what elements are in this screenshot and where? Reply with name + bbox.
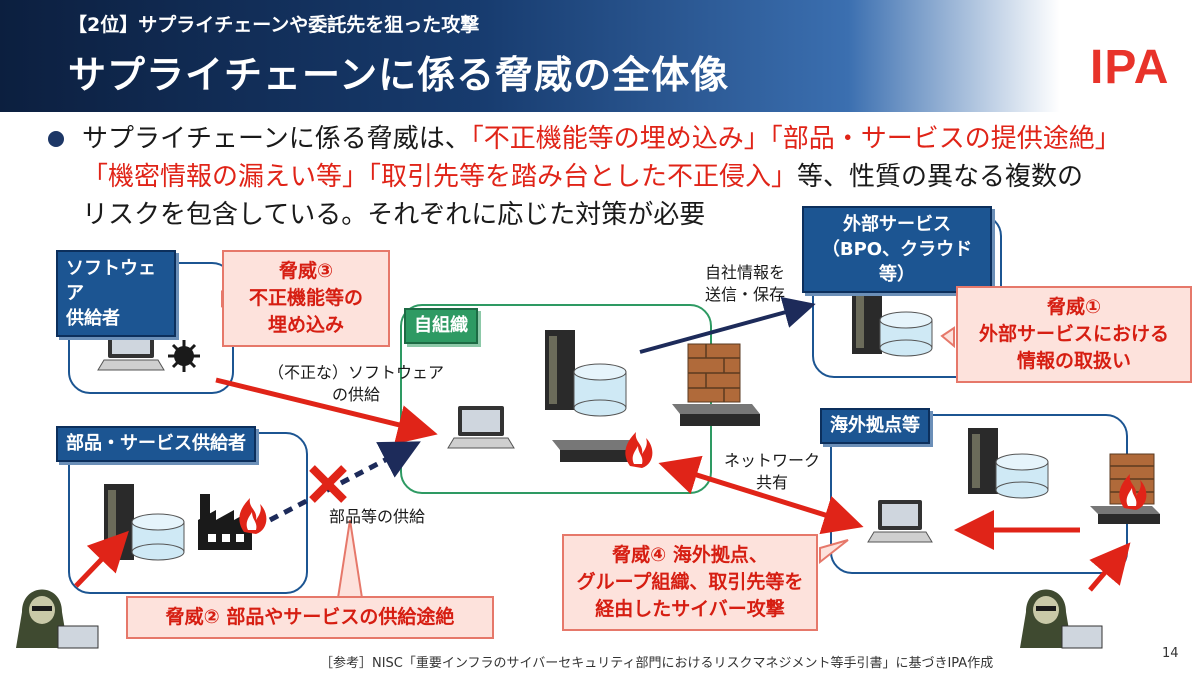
- intro-red-2: 「機密情報の漏えい等」「取引先等を踏み台とした不正侵入」: [82, 162, 798, 192]
- external-service-label: 外部サービス （BPO、クラウド等）: [802, 206, 992, 293]
- page-number: 14: [1162, 646, 1179, 661]
- threat-4-callout: 脅威④ 海外拠点、 グループ組織、取引先等を 経由したサイバー攻撃: [562, 534, 818, 631]
- parts-supply-text: 部品等の供給: [328, 507, 425, 526]
- slide-subtitle: 【2位】サプライチェーンや委託先を狙った攻撃: [68, 14, 480, 36]
- callout-pointer: [336, 519, 364, 599]
- ipa-logo: IPA: [1090, 41, 1170, 94]
- send-store-text: 自社情報を 送信・保存: [704, 263, 785, 304]
- network-share-text: ネットワーク 共有: [723, 451, 820, 492]
- software-supplier-label: ソフトウェア 供給者: [56, 250, 176, 337]
- cross-mark-icon: [309, 465, 347, 503]
- source-note: ［参考］NISC「重要インフラのサイバーセキュリティ部門におけるリスクマネジメン…: [320, 656, 994, 671]
- own-org-label: 自組織: [404, 308, 478, 344]
- software-supply-text: （不正な）ソフトウェア の供給: [267, 363, 444, 404]
- intro-part-3: リスクを包含している。それぞれに応じた対策が必要: [82, 200, 706, 230]
- intro-part-1: サプライチェーンに係る脅威は、: [82, 124, 471, 154]
- header-banner: 【2位】サプライチェーンや委託先を狙った攻撃 サプライチェーンに係る脅威の全体像: [0, 0, 1060, 112]
- bullet-icon: [48, 131, 64, 147]
- threat-2-callout: 脅威② 部品やサービスの供給途絶: [126, 596, 494, 639]
- attacker-icon: [16, 589, 99, 649]
- overseas-label: 海外拠点等: [820, 408, 930, 444]
- threat-1-callout: 脅威① 外部サービスにおける 情報の取扱い: [956, 286, 1192, 383]
- parts-supplier-label: 部品・サービス供給者: [56, 426, 256, 462]
- intro-red-1: 「不正機能等の埋め込み」「部品・サービスの提供途絶」: [470, 124, 1121, 154]
- intro-part-2: 等、性質の異なる複数の: [797, 162, 1084, 192]
- slide-title: サプライチェーンに係る脅威の全体像: [68, 53, 730, 97]
- threat-3-callout: 脅威③ 不正機能等の 埋め込み: [222, 250, 390, 347]
- attacker-icon: [1020, 589, 1103, 649]
- intro-text: サプライチェーンに係る脅威は、「不正機能等の埋め込み」「部品・サービスの提供途絶…: [82, 120, 1142, 234]
